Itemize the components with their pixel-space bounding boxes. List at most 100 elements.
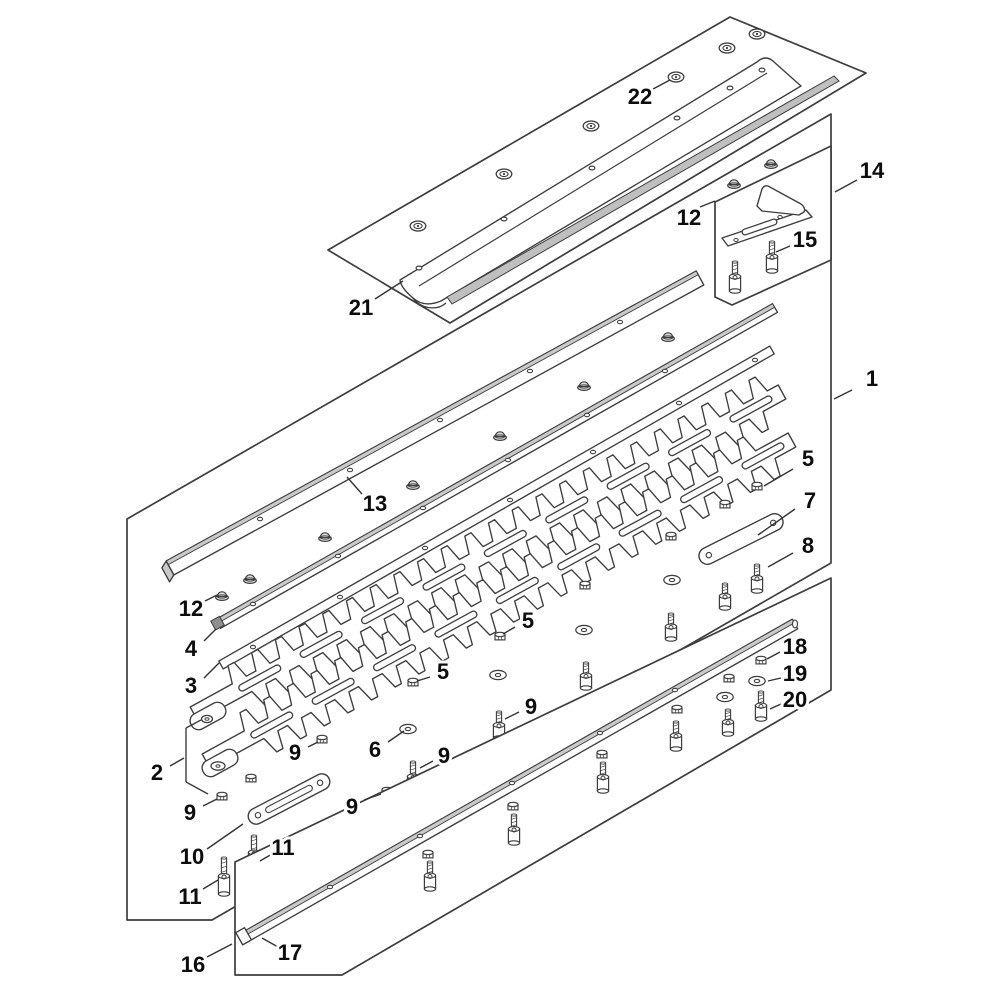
screw-socket (725, 720, 731, 726)
hex-nut-top (494, 631, 506, 638)
washer-hole (494, 672, 502, 678)
grommet-washer (495, 168, 513, 180)
screw-head-bottom (750, 588, 764, 594)
bar-13-hole (526, 368, 534, 374)
blade-lower (201, 432, 797, 778)
hex-nut (671, 704, 683, 714)
part-label-2: 2 (151, 760, 163, 785)
leader-line-2 (169, 757, 185, 767)
bar-13-hole (346, 467, 354, 473)
screw-head-bottom (669, 746, 683, 752)
guard-hook-curl (412, 297, 447, 309)
blade-lower-slot (619, 510, 661, 536)
part-label-9: 9 (438, 743, 450, 768)
blade-upper-slot (239, 665, 280, 691)
screw-head-top (750, 575, 764, 581)
blade-upper-slot (362, 598, 403, 623)
screw-tip (731, 260, 739, 264)
socket-screw (664, 612, 678, 642)
rail-17 (235, 618, 799, 946)
screw-thread (600, 765, 606, 768)
part-label-10: 10 (180, 844, 204, 869)
socket-screw (718, 582, 732, 611)
hex-nut (507, 801, 519, 811)
part-label-6: 6 (369, 737, 381, 762)
hex-nut-top (407, 677, 419, 684)
bracket-15-hole (733, 238, 739, 242)
leader-line-9 (504, 711, 520, 720)
leader-line-7 (757, 508, 796, 536)
screw-thread (732, 264, 738, 267)
screw-head-bottom (721, 731, 735, 737)
hex-nut (216, 791, 228, 801)
hex-nut-top (751, 481, 763, 488)
blade-upper-slot (423, 564, 465, 590)
blade-lower-slot (374, 645, 415, 670)
strip-3 (218, 345, 775, 670)
blade-lower-boss (210, 761, 226, 771)
part-label-21: 21 (349, 295, 373, 320)
cap-nut-dome (578, 381, 590, 388)
guard-hole (415, 265, 423, 271)
hex-nut (755, 655, 767, 665)
part-label-7: 7 (804, 488, 816, 513)
cap-nut-dome (407, 480, 419, 487)
cap-nut-dome (765, 159, 777, 166)
blade-upper-slot (669, 430, 710, 455)
grommet-washer (582, 120, 600, 132)
bar-13-end-face (161, 560, 175, 583)
part-label-16: 16 (181, 952, 205, 977)
part-label-13: 13 (363, 491, 387, 516)
screw-thread (754, 567, 760, 570)
hex-nut-top (596, 749, 608, 756)
screw-thread (221, 870, 227, 873)
guard-fold-line (418, 72, 768, 287)
part-label-9: 9 (289, 740, 301, 765)
screw-thread (673, 727, 679, 730)
part-label-14: 14 (860, 158, 885, 183)
grommet-washer (748, 28, 766, 40)
socket-screw (507, 813, 521, 846)
rail-17-hole (416, 833, 424, 839)
bar-13-hole (436, 417, 444, 423)
part-label-20: 20 (783, 687, 807, 712)
screw-head-top (217, 873, 231, 879)
screw-socket (758, 704, 764, 709)
cap-nut-base (765, 162, 777, 167)
cap-nut-base (407, 483, 419, 488)
socket-screw (754, 690, 768, 722)
leader-line-6 (387, 730, 405, 743)
cap-nut-base (494, 434, 506, 439)
hex-nut-top (316, 734, 328, 741)
screw-socket (583, 674, 589, 679)
leader-line-11 (202, 879, 219, 890)
cap-nut-dome (728, 179, 740, 186)
screw-head-bottom (664, 636, 678, 642)
grommet-dot (725, 46, 729, 50)
grommet-washer (718, 42, 736, 54)
guard-hole (673, 115, 681, 121)
strip-3-hole (249, 644, 257, 650)
screw-thread (496, 714, 502, 717)
screw-thread (758, 694, 764, 697)
blade-upper-boss (200, 714, 214, 724)
washer (716, 691, 734, 703)
bar-4-hole (334, 553, 342, 559)
leader-line-14 (834, 179, 858, 193)
socket-screw (750, 563, 764, 594)
washer-hole (721, 694, 729, 700)
screw-tip (768, 240, 776, 244)
screw-tip (250, 834, 258, 838)
grommet-washer (667, 71, 685, 83)
screw-head-top (728, 273, 742, 280)
washer (748, 675, 766, 687)
guard-hole (500, 216, 508, 222)
screw-head-bottom (217, 891, 231, 897)
guard-hole (758, 67, 766, 73)
hex-nut-top (723, 673, 735, 680)
cap-nut (243, 574, 257, 585)
screw-head-bottom (728, 288, 742, 294)
screw-socket (511, 827, 517, 833)
cap-nut (727, 179, 741, 190)
screw-thread (251, 838, 257, 842)
